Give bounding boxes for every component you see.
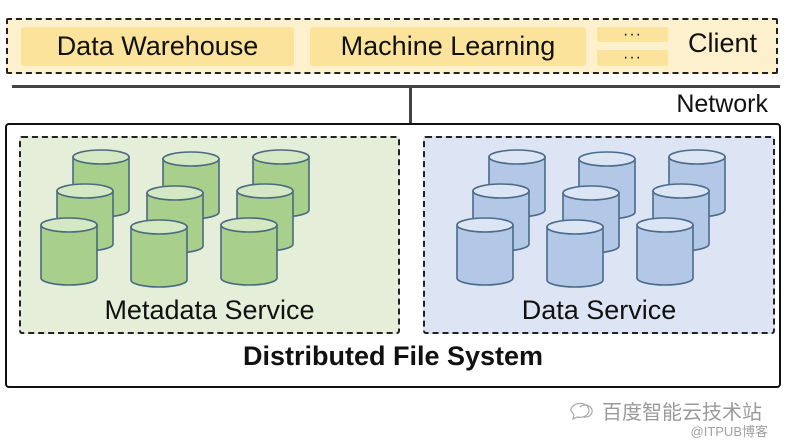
- storage-node-cylinder: [130, 219, 188, 288]
- client-label: Client: [688, 28, 758, 58]
- more-apps-block: ···: [597, 50, 668, 66]
- network-label: Network: [676, 90, 768, 118]
- watermark-title: 百度智能云技术站: [602, 402, 762, 424]
- storage-node-cylinder: [40, 217, 98, 286]
- data-cylinder-group: [456, 149, 726, 288]
- more-apps-block: ···: [597, 27, 668, 43]
- dfs-label: Distributed File System: [242, 341, 544, 371]
- storage-node-cylinder: [456, 217, 514, 286]
- watermark-subtitle: @ITPUB博客: [690, 424, 768, 439]
- metadata-cylinder-group: [40, 149, 310, 288]
- machine-learning-block: Machine Learning: [310, 27, 586, 66]
- client-layer: Data Warehouse Machine Learning ··· ··· …: [6, 18, 778, 74]
- metadata-service-box: Metadata Service: [19, 136, 400, 334]
- distributed-file-system-box: Metadata Service Data Service Distribute…: [5, 123, 781, 388]
- storage-node-cylinder: [636, 217, 694, 286]
- storage-node-cylinder: [220, 217, 278, 286]
- wechat-icon: [570, 402, 593, 420]
- network-connector-line: [409, 86, 412, 123]
- data-warehouse-block: Data Warehouse: [21, 27, 294, 66]
- network-bus-line: [12, 85, 780, 88]
- data-service-label: Data Service: [521, 295, 677, 325]
- metadata-service-label: Metadata Service: [104, 295, 315, 325]
- storage-node-cylinder: [546, 219, 604, 288]
- data-service-box: Data Service: [423, 136, 775, 334]
- watermark: 百度智能云技术站: [568, 396, 762, 425]
